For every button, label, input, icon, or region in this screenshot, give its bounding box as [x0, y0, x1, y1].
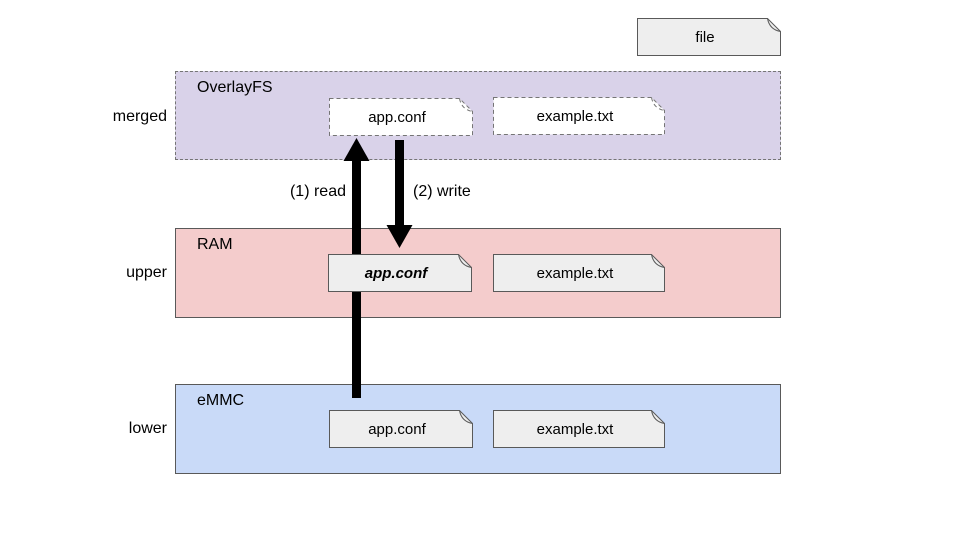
- layer-merged: OverlayFS: [175, 71, 781, 160]
- side-label-lower: lower: [128, 420, 167, 437]
- side-label-upper: upper: [126, 264, 167, 281]
- legend-file-shape: file: [637, 18, 781, 56]
- file-label: app.conf: [364, 264, 428, 282]
- layer-merged-name: OverlayFS: [197, 79, 273, 96]
- legend-file-label: file: [695, 28, 715, 46]
- file-label: app.conf: [368, 108, 426, 126]
- lower-file-exampletxt: example.txt: [493, 410, 665, 448]
- lower-file-appconf: app.conf: [329, 410, 473, 448]
- file-label: example.txt: [536, 264, 614, 282]
- read-arrow-label: (1) read: [289, 183, 346, 200]
- layer-lower-name: eMMC: [197, 392, 245, 409]
- write-arrow-label: (2) write: [413, 183, 471, 200]
- layer-lower: eMMC: [175, 384, 781, 474]
- upper-file-exampletxt: example.txt: [493, 254, 665, 292]
- merged-file-appconf: app.conf: [329, 98, 473, 136]
- side-label-merged: merged: [112, 108, 167, 125]
- merged-file-exampletxt: example.txt: [493, 97, 665, 135]
- layer-upper: RAM: [175, 228, 781, 318]
- file-label: app.conf: [368, 420, 426, 438]
- upper-file-appconf: app.conf: [328, 254, 472, 292]
- file-label: example.txt: [536, 107, 614, 125]
- file-label: example.txt: [536, 420, 614, 438]
- layer-upper-name: RAM: [197, 236, 233, 253]
